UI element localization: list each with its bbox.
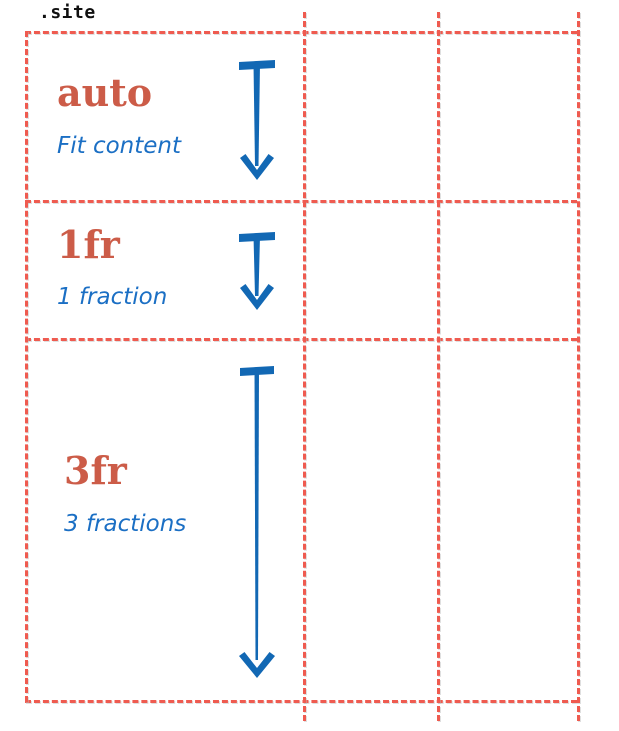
grid-row-line-top	[25, 31, 578, 35]
grid-container-label: .site	[39, 2, 96, 23]
grid-column-line-left	[25, 31, 29, 703]
grid-column-line-1	[303, 12, 307, 722]
grid-row-line-bottom	[25, 700, 578, 704]
row-size-arrow-auto	[239, 60, 275, 180]
grid-row-line-1	[25, 200, 578, 204]
row-label-1fr: 1fr 1 fraction	[57, 226, 167, 309]
track-description-auto: Fit content	[57, 133, 182, 159]
track-name-auto: auto	[57, 70, 153, 115]
grid-column-line-right	[577, 12, 581, 722]
row-size-arrow-1fr	[239, 232, 275, 310]
row-size-arrow-3fr	[239, 366, 275, 678]
track-name-1fr: 1fr	[57, 222, 120, 267]
track-description-3fr: 3 fractions	[64, 511, 187, 537]
row-label-3fr: 3fr 3 fractions	[64, 452, 186, 536]
grid-row-line-2	[25, 338, 578, 342]
track-description-1fr: 1 fraction	[57, 284, 168, 310]
track-name-3fr: 3fr	[64, 448, 127, 493]
grid-column-line-2	[437, 12, 441, 722]
row-label-auto: auto Fit content	[57, 74, 181, 158]
